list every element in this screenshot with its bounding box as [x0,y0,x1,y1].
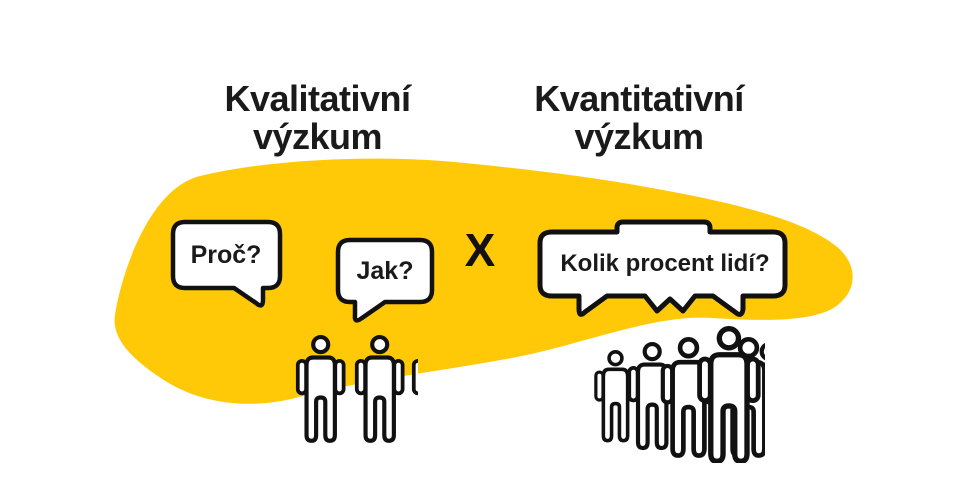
speech-bubble-why: Proč? [169,219,287,315]
speech-bubble-icon [335,237,435,323]
speech-bubble-how-many-percent: Kolik procent lidí? [535,212,795,326]
title-qualitative: Kvalitativní výzkum [224,78,411,157]
versus-x-mark: X [464,224,496,276]
speech-bubble-icon [170,219,283,308]
speech-bubble-text: Jak? [356,257,414,285]
person-icon [298,337,344,441]
person-icon [357,337,403,441]
title-quantitative: Kvantitativní výzkum [534,78,744,157]
person-icon [414,337,418,441]
speech-bubble-text: Kolik procent lidí? [560,250,770,277]
group-speech-bubble-icon [537,219,788,317]
qualitative-people-group [238,334,418,459]
speech-bubble-how: Jak? [334,236,438,328]
speech-bubble-text: Proč? [190,240,262,269]
quantitative-crowd-group [594,318,765,463]
